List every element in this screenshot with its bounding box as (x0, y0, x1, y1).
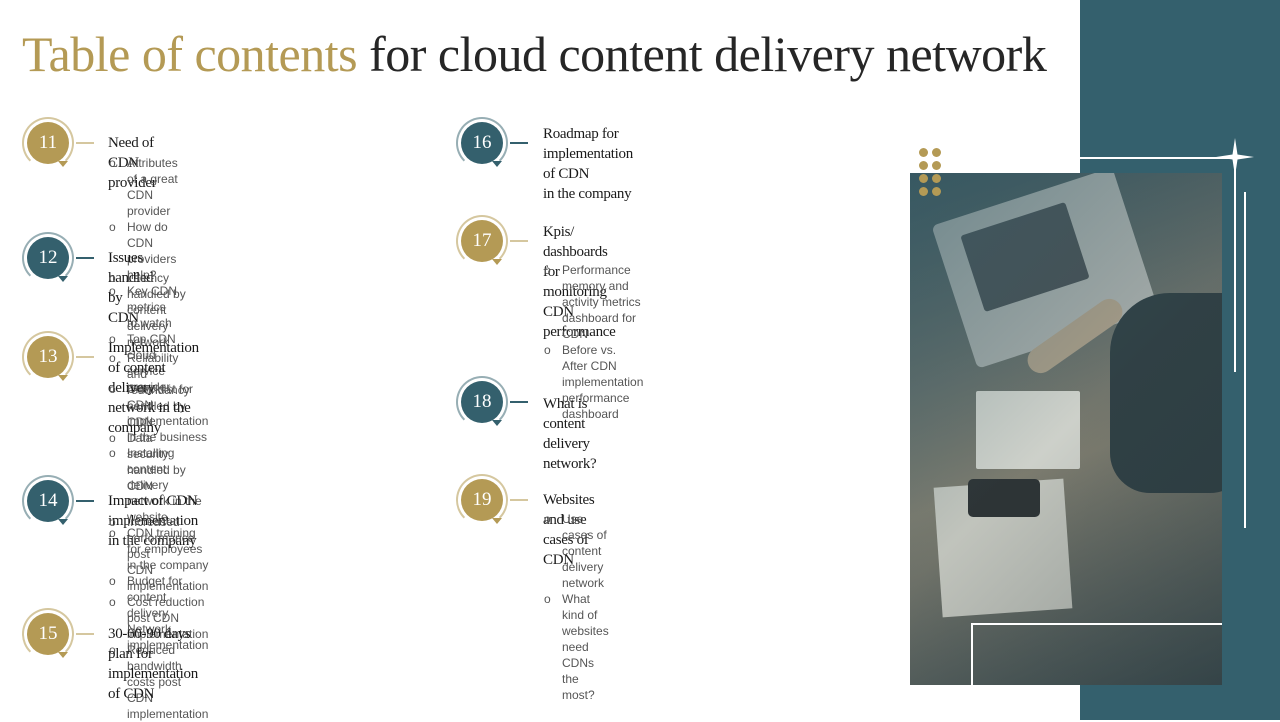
number-badge: 11 (22, 117, 74, 169)
number-badge: 15 (22, 608, 74, 660)
dot-grid-decoration (919, 148, 943, 196)
sub-item-continued: dashboard for CDN (562, 311, 637, 341)
number-badge: 12 (22, 232, 74, 284)
sub-list: Performance memory and activity metrics … (544, 262, 643, 422)
connector-line (76, 500, 94, 502)
connector-line (76, 356, 94, 358)
item-heading: 30-60-90 days plan for implementation of… (108, 626, 198, 702)
badge-number: 15 (27, 613, 69, 655)
decor-line (1080, 157, 1236, 159)
sub-item: Before vs. After CDN implementation (544, 342, 643, 390)
sub-list: Increased performance post CDN implement… (109, 514, 208, 722)
sub-item: Reduced bandwidth costs post (109, 642, 208, 690)
sub-item-continued: CDN implementation (127, 563, 209, 593)
badge-number: 11 (27, 122, 69, 164)
sub-item-continued: performance dashboard (562, 391, 630, 421)
connector-line (76, 142, 94, 144)
badge-number: 19 (461, 479, 503, 521)
number-badge: 18 (456, 376, 508, 428)
connector-line (510, 499, 528, 501)
item-heading: Roadmap for implementation of CDN in the… (543, 124, 633, 204)
workspace-photo (910, 173, 1222, 685)
sub-list: Use cases of content delivery network Wh… (544, 511, 609, 703)
connector-line (76, 257, 94, 259)
sub-item: How do CDN providers help? (109, 219, 178, 283)
number-badge: 19 (456, 474, 508, 526)
number-badge: 14 (22, 475, 74, 527)
badge-number: 17 (461, 220, 503, 262)
badge-number: 16 (461, 122, 503, 164)
connector-line (76, 633, 94, 635)
sub-item-continued: CDNs the most? (562, 656, 595, 702)
badge-number: 13 (27, 336, 69, 378)
badge-number: 18 (461, 381, 503, 423)
sub-item: Increased performance post (109, 514, 208, 562)
sub-item: Performance memory and activity metrics (544, 262, 643, 310)
sub-item: Latency handled by content delivery netw… (109, 270, 190, 350)
sub-item-continued: delivery network (562, 560, 605, 590)
badge-number: 12 (27, 237, 69, 279)
decor-line (1244, 192, 1246, 528)
sub-item: Checklist for CDN implementation in the … (109, 381, 208, 445)
photo-tint (910, 173, 1222, 685)
title-rest: for cloud content delivery network (369, 26, 1047, 82)
heading-line: Roadmap for implementation of CDN (543, 126, 633, 182)
decor-line (971, 623, 973, 685)
sub-item: Cost reduction post CDN implementation (109, 594, 208, 642)
connector-line (510, 401, 528, 403)
sparkle-icon (1216, 138, 1254, 176)
sub-item-continued: CDN implementation (127, 691, 209, 721)
sub-item: What kind of websites need (544, 591, 609, 655)
title-accent: Table of contents (22, 26, 358, 82)
connector-line (510, 240, 528, 242)
sub-item: Use cases of content (544, 511, 609, 559)
heading-line: in the company (543, 186, 632, 202)
page-title: Table of contents for cloud content deli… (22, 22, 1047, 86)
decor-line (1234, 160, 1236, 372)
number-badge: 13 (22, 331, 74, 383)
badge-number: 14 (27, 480, 69, 522)
number-badge: 17 (456, 215, 508, 267)
connector-line (510, 142, 528, 144)
number-badge: 16 (456, 117, 508, 169)
decor-line (971, 623, 1222, 625)
sub-item: Attributes of a great CDN provider (109, 155, 178, 219)
item-heading: What is content delivery network? (543, 396, 597, 472)
